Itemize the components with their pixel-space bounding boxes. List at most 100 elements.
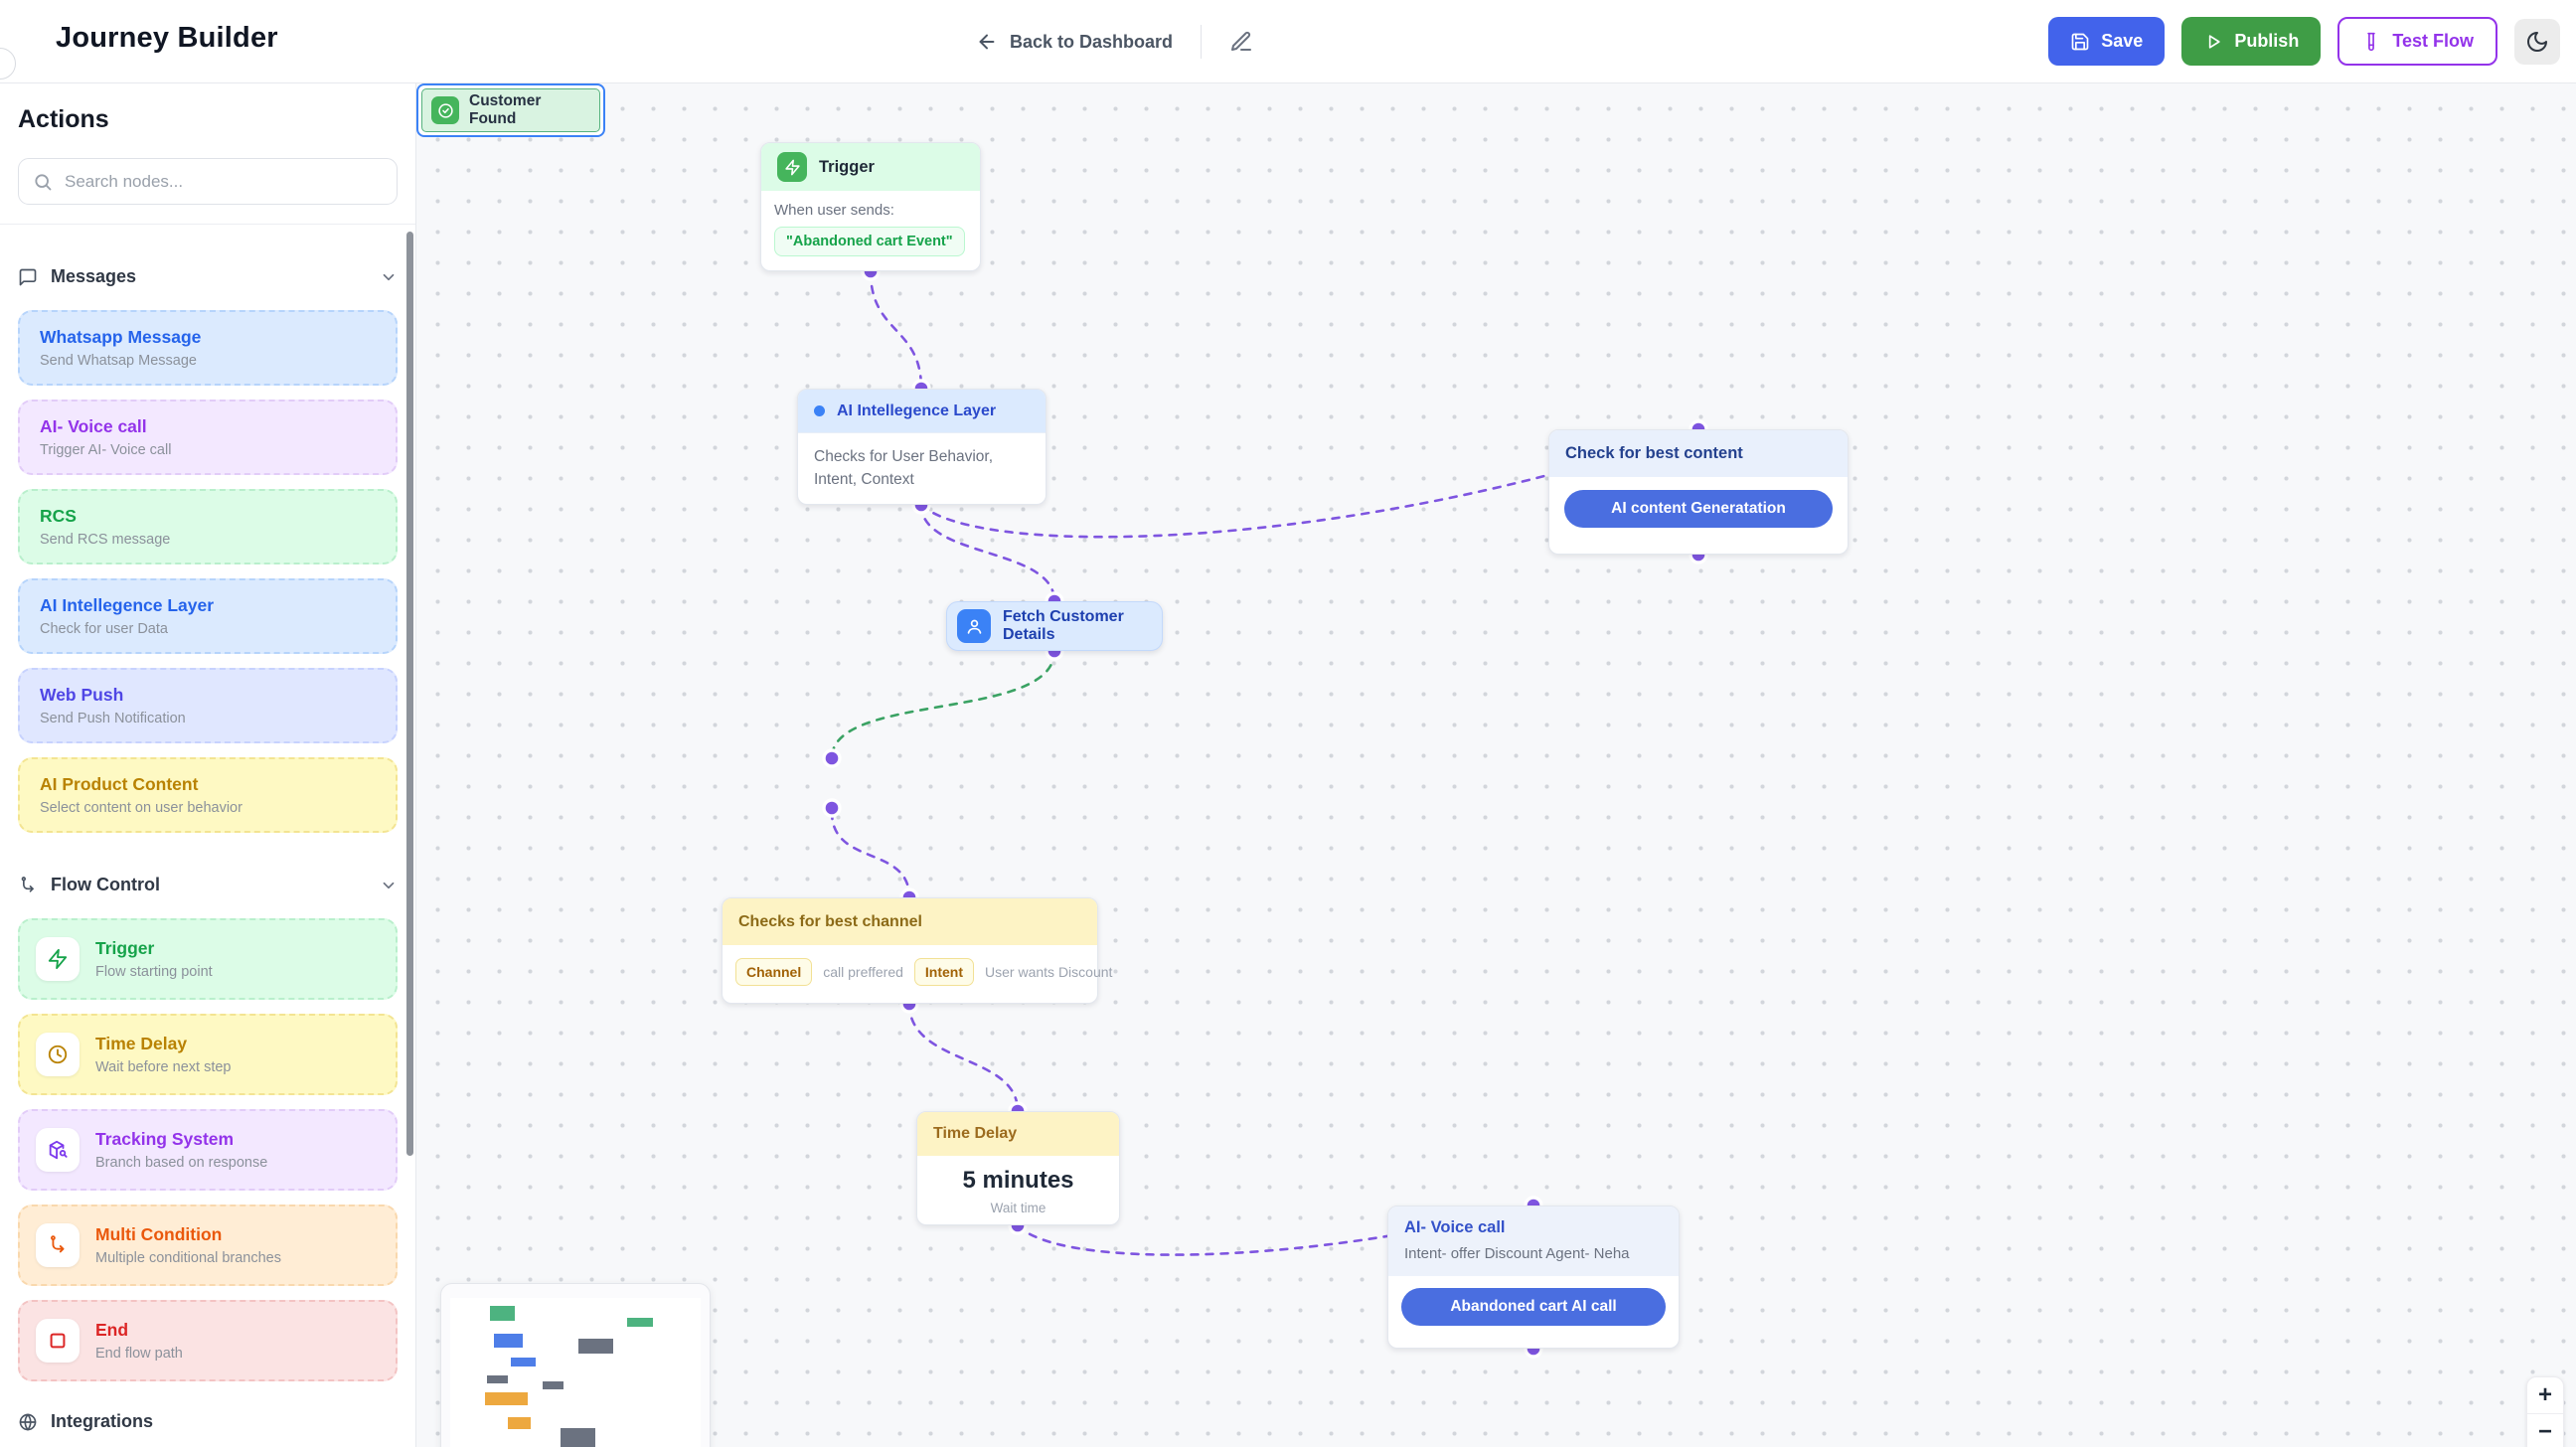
actions-sidebar: Actions Messages Whatsapp Message: [0, 83, 416, 1447]
node-title: Checks for best channel: [723, 898, 1097, 945]
minimap-node-rect: [561, 1428, 595, 1447]
back-to-dashboard-link[interactable]: Back to Dashboard: [976, 31, 1173, 53]
test-flow-button[interactable]: Test Flow: [2337, 17, 2497, 66]
node-header: AI- Voice call Intent- offer Discount Ag…: [1388, 1206, 1679, 1276]
back-to-dashboard-label: Back to Dashboard: [1010, 32, 1173, 53]
section-header-flow-control[interactable]: Flow Control: [18, 875, 398, 895]
sidebar-scrollbar[interactable]: [406, 232, 413, 1156]
node-ai-voice-call[interactable]: AI- Voice call Intent- offer Discount Ag…: [1387, 1206, 1680, 1349]
sidebar-collapse-handle[interactable]: [0, 48, 16, 80]
git-branch-icon: [18, 876, 38, 895]
node-fetch-customer-details[interactable]: Fetch Customer Details: [946, 601, 1163, 651]
node-check-best-content[interactable]: Check for best content AI content Genera…: [1548, 429, 1849, 555]
topbar-divider: [1201, 25, 1202, 59]
topbar-center: Back to Dashboard: [976, 0, 1253, 83]
node-ai-intelligence-layer[interactable]: AI Intellegence Layer Checks for User Be…: [797, 389, 1046, 505]
node-title: AI Intellegence Layer: [837, 402, 996, 420]
chevron-down-icon: [380, 877, 398, 894]
topbar-actions: Save Publish Test Flow: [2048, 17, 2560, 66]
item-desc: Check for user Data: [40, 621, 376, 637]
node-title: Time Delay: [917, 1112, 1119, 1156]
search-box[interactable]: [18, 158, 398, 205]
globe-icon: [18, 1412, 38, 1432]
dark-mode-toggle[interactable]: [2514, 19, 2560, 65]
node-body: When user sends: "Abandoned cart Event": [761, 191, 980, 256]
chevron-down-icon: [380, 268, 398, 286]
node-description: Intent- offer Discount Agent- Neha: [1404, 1245, 1663, 1262]
item-desc: Flow starting point: [95, 964, 213, 980]
sidebar-divider: [0, 224, 415, 225]
item-title: Whatsapp Message: [40, 327, 376, 348]
sidebar-item-whatsapp-message[interactable]: Whatsapp Message Send Whatsap Message: [18, 310, 398, 386]
top-bar: Journey Builder Back to Dashboard Save: [0, 0, 2576, 83]
item-desc: Send Whatsap Message: [40, 353, 376, 369]
minimap-node-rect: [578, 1339, 613, 1354]
item-title: AI- Voice call: [40, 416, 376, 437]
ai-content-generation-button[interactable]: AI content Generatation: [1564, 490, 1833, 528]
zoom-in-button[interactable]: +: [2527, 1377, 2563, 1413]
handle-customer-found-bottom[interactable]: [824, 800, 840, 816]
minimap-node-rect: [543, 1381, 564, 1389]
item-title: RCS: [40, 506, 376, 527]
sidebar-item-time-delay[interactable]: Time Delay Wait before next step: [18, 1014, 398, 1095]
square-icon: [36, 1319, 80, 1363]
pencil-icon: [1229, 30, 1253, 54]
moon-icon: [2525, 30, 2549, 54]
minimap[interactable]: [440, 1283, 711, 1447]
publish-button[interactable]: Publish: [2181, 17, 2321, 66]
sidebar-item-trigger[interactable]: Trigger Flow starting point: [18, 918, 398, 1000]
status-dot: [814, 405, 825, 416]
minimap-node-rect: [487, 1375, 508, 1383]
item-desc: Send Push Notification: [40, 711, 376, 726]
arrow-left-icon: [976, 31, 998, 53]
node-time-delay[interactable]: Time Delay 5 minutes Wait time: [916, 1111, 1120, 1225]
intent-value: User wants Discount: [985, 964, 1112, 980]
sidebar-item-tracking-system[interactable]: Tracking System Branch based on response: [18, 1109, 398, 1191]
item-desc: Trigger AI- Voice call: [40, 442, 376, 458]
sidebar-item-web-push[interactable]: Web Push Send Push Notification: [18, 668, 398, 743]
zoom-out-button[interactable]: −: [2527, 1414, 2563, 1447]
minimap-node-rect: [485, 1392, 528, 1405]
flow-canvas[interactable]: Trigger When user sends: "Abandoned cart…: [416, 83, 2576, 1447]
abandoned-cart-ai-call-button[interactable]: Abandoned cart AI call: [1401, 1288, 1666, 1326]
node-title: AI- Voice call: [1404, 1218, 1663, 1237]
sidebar-item-ai-product-content[interactable]: AI Product Content Select content on use…: [18, 757, 398, 833]
edge-fetch-to-customer-found: [832, 651, 1054, 758]
node-description: Checks for User Behavior, Intent, Contex…: [798, 433, 1046, 504]
item-title: Tracking System: [95, 1129, 267, 1150]
node-header: Trigger: [761, 143, 980, 191]
edit-title-button[interactable]: [1229, 30, 1253, 54]
sidebar-item-rcs[interactable]: RCS Send RCS message: [18, 489, 398, 564]
test-tube-icon: [2361, 32, 2381, 52]
item-desc: Multiple conditional branches: [95, 1250, 281, 1266]
section-header-integrations[interactable]: Integrations: [18, 1411, 398, 1432]
section-label: Messages: [51, 266, 136, 287]
save-icon: [2070, 32, 2090, 52]
node-header: AI Intellegence Layer: [798, 390, 1046, 433]
sidebar-item-multi-condition[interactable]: Multi Condition Multiple conditional bra…: [18, 1205, 398, 1286]
branch-icon: [36, 1223, 80, 1267]
intent-chip: Intent: [914, 958, 974, 986]
node-checks-best-channel[interactable]: Checks for best channel Channel call pre…: [722, 897, 1098, 1004]
sidebar-heading: Actions: [18, 105, 398, 134]
search-nodes-input[interactable]: [65, 172, 383, 192]
item-title: AI Intellegence Layer: [40, 595, 376, 616]
sidebar-item-end[interactable]: End End flow path: [18, 1300, 398, 1381]
item-title: AI Product Content: [40, 774, 376, 795]
item-title: Time Delay: [95, 1034, 231, 1054]
zoom-controls: + −: [2526, 1376, 2564, 1447]
play-icon: [2203, 32, 2223, 52]
save-button[interactable]: Save: [2048, 17, 2165, 66]
sidebar-item-ai-voice-call[interactable]: AI- Voice call Trigger AI- Voice call: [18, 400, 398, 475]
sidebar-item-ai-intelligence-layer[interactable]: AI Intellegence Layer Check for user Dat…: [18, 578, 398, 654]
page-title: Journey Builder: [56, 22, 278, 55]
section-header-messages[interactable]: Messages: [18, 266, 398, 287]
trigger-condition-label: When user sends:: [774, 202, 967, 219]
node-trigger[interactable]: Trigger When user sends: "Abandoned cart…: [760, 142, 981, 271]
item-title: Trigger: [95, 938, 213, 959]
node-body: AI content Generatation: [1549, 477, 1848, 541]
zap-icon: [777, 152, 807, 182]
handle-customer-found-top[interactable]: [824, 750, 840, 766]
node-title: Trigger: [819, 158, 875, 177]
item-title: Multi Condition: [95, 1224, 281, 1245]
